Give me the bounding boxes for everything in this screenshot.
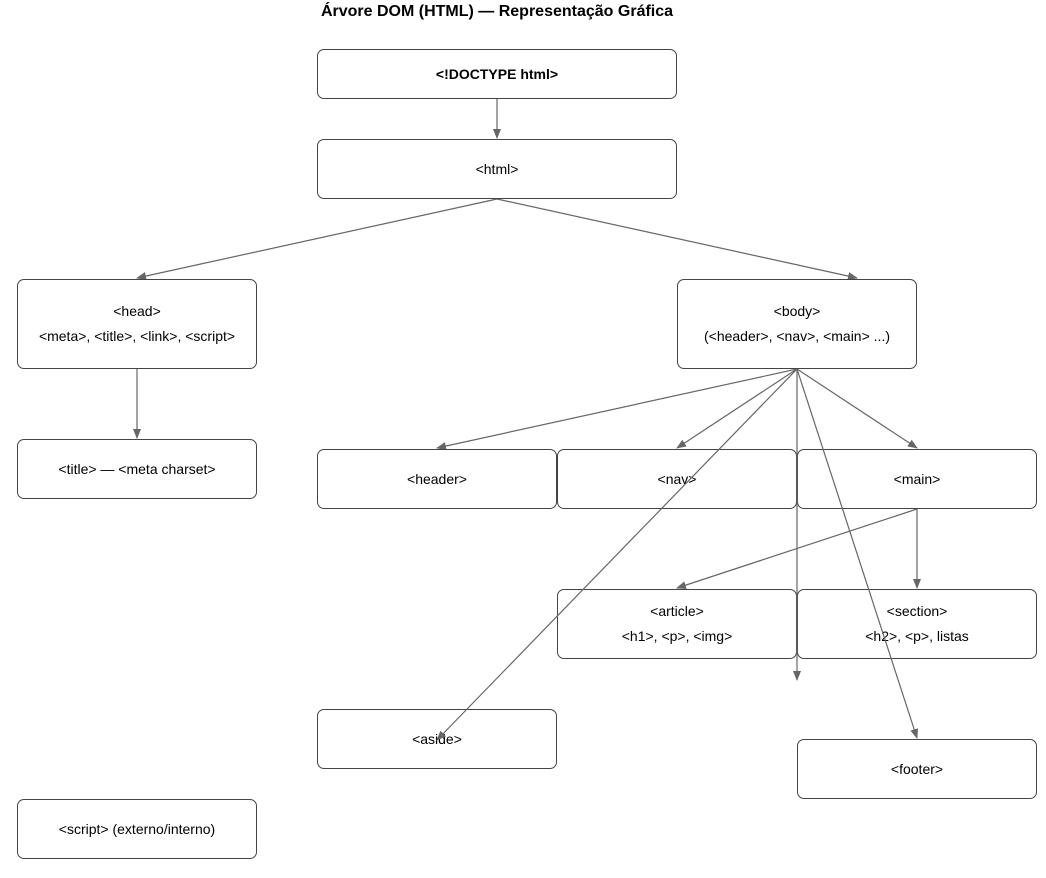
- node-html: <html>: [317, 139, 677, 199]
- node-doctype-label: <!DOCTYPE html>: [435, 65, 559, 82]
- node-title: <title> — <meta charset>: [17, 439, 257, 499]
- node-article: <article> <h1>, <p>, <img>: [557, 589, 797, 659]
- node-footer: <footer>: [797, 739, 1037, 799]
- node-nav-label: <nav>: [657, 470, 697, 487]
- node-aside: <aside>: [317, 709, 557, 769]
- edge-html-body: [496, 198, 858, 280]
- node-footer-label: <footer>: [890, 760, 944, 777]
- node-body-children: (<header>, <nav>, <main> ...): [703, 328, 890, 344]
- node-header: <header>: [317, 449, 557, 509]
- node-section: <section> <h2>, <p>, listas: [797, 589, 1037, 659]
- node-section-children: <h2>, <p>, listas: [865, 628, 969, 644]
- edge-body-main: [796, 368, 918, 449]
- node-script: <script> (externo/interno): [17, 799, 257, 859]
- node-article-children: <h1>, <p>, <img>: [621, 628, 733, 644]
- node-title-label: <title> — <meta charset>: [58, 460, 216, 477]
- node-main-label: <main>: [893, 470, 941, 487]
- edge-main-article: [676, 508, 918, 589]
- node-head-children: <meta>, <title>, <link>, <script>: [38, 328, 236, 344]
- node-html-label: <html>: [475, 160, 519, 177]
- node-body: <body> (<header>, <nav>, <main> ...): [677, 279, 917, 369]
- node-head-label: <head>: [113, 303, 161, 319]
- edge-body-header: [436, 368, 798, 450]
- diagram-title: Árvore DOM (HTML) — Representação Gráfic…: [320, 3, 674, 20]
- node-script-label: <script> (externo/interno): [58, 820, 216, 837]
- node-doctype: <!DOCTYPE html>: [317, 49, 677, 99]
- node-body-label: <body>: [773, 303, 821, 319]
- node-head: <head> <meta>, <title>, <link>, <script>: [17, 279, 257, 369]
- edge-html-head: [136, 198, 498, 280]
- edge-body-nav: [676, 368, 798, 449]
- node-article-label: <article>: [650, 603, 704, 619]
- node-aside-label: <aside>: [412, 730, 462, 747]
- node-header-label: <header>: [407, 470, 467, 487]
- node-nav: <nav>: [557, 449, 797, 509]
- node-main: <main>: [797, 449, 1037, 509]
- node-section-label: <section>: [886, 603, 948, 619]
